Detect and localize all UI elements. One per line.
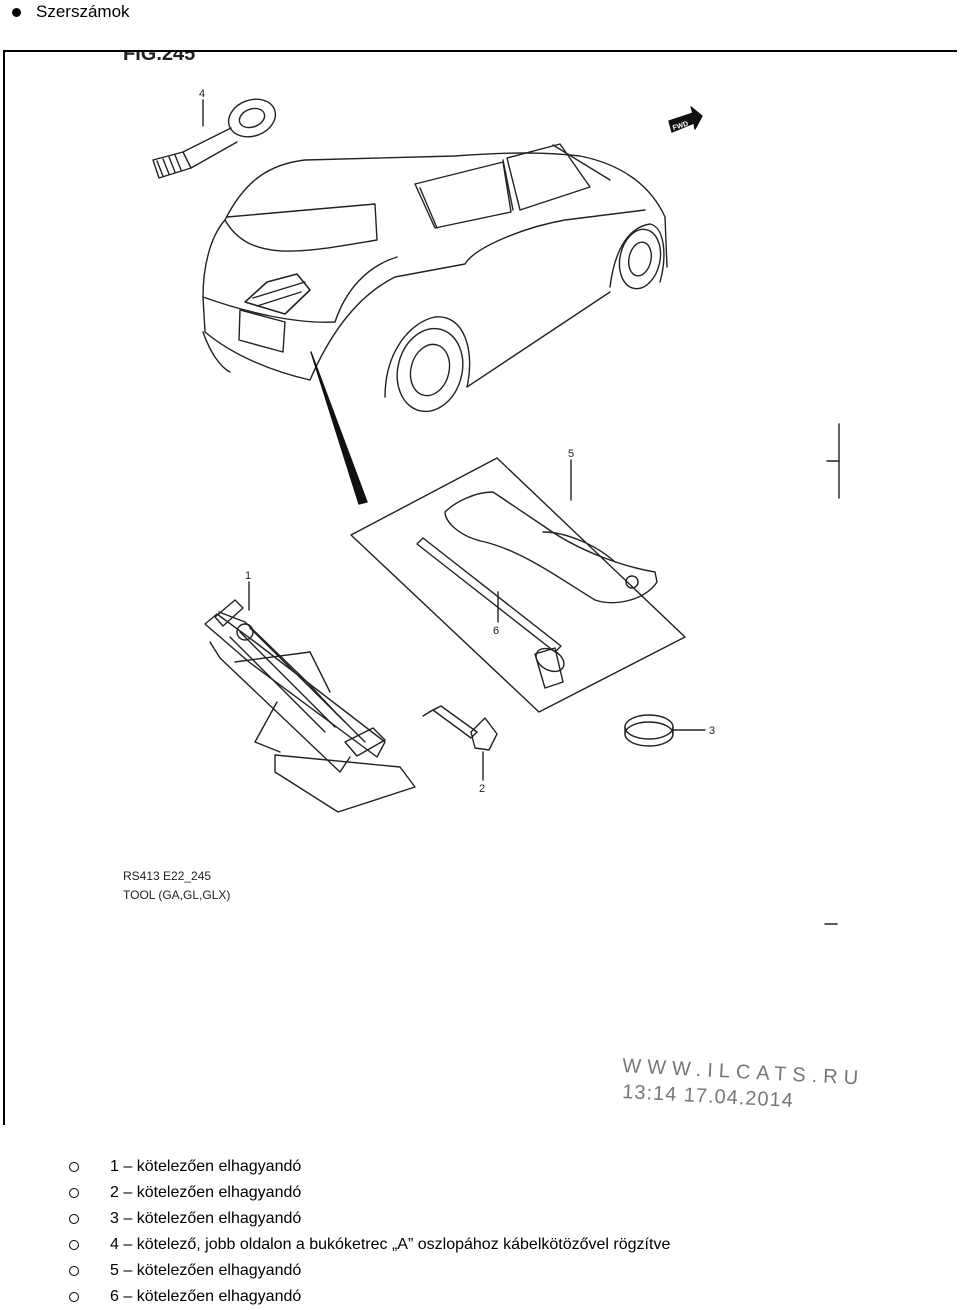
list-item-text: 2 – kötelezően elhagyandó <box>110 1184 302 1201</box>
list-item-text: 1 – kötelezően elhagyandó <box>110 1158 302 1175</box>
bullet-circle <box>69 1214 79 1224</box>
fig-label: FIG.245 <box>123 52 195 65</box>
section-header: Szerszámok <box>12 2 130 22</box>
callout-6: 6 <box>493 625 499 637</box>
jack-handle-part <box>422 705 498 781</box>
callout-4: 4 <box>199 88 205 100</box>
callout-3: 3 <box>709 725 715 737</box>
section-title: Szerszámok <box>36 2 130 21</box>
ring-part <box>624 714 706 747</box>
wheel-wrench-part <box>416 537 565 689</box>
tool-bag-part <box>350 457 686 713</box>
list-item-text: 5 – kötelezően elhagyandó <box>110 1262 302 1279</box>
bullet-circle <box>69 1240 79 1250</box>
diagram-code: RS413 E22_245 <box>123 869 211 883</box>
watermark-timestamp: 13:14 17.04.2014 <box>622 1081 795 1112</box>
location-pointer <box>310 351 368 505</box>
edge-tick-marks <box>824 423 840 925</box>
list-item-text: 3 – kötelezően elhagyandó <box>110 1210 302 1227</box>
diagram-caption: TOOL (GA,GL,GLX) <box>123 888 230 902</box>
fwd-arrow: FWD <box>668 106 703 133</box>
jack-part <box>204 581 416 813</box>
callout-5: 5 <box>568 448 574 460</box>
towing-hook-part <box>152 98 277 179</box>
tool-diagram-drawing: FIG.245 FWD <box>123 52 865 1112</box>
fwd-label: FWD <box>672 121 689 133</box>
bullet-circle <box>69 1266 79 1276</box>
callout-2: 2 <box>479 783 485 795</box>
parts-diagram: FIG.245 FWD <box>3 50 957 1125</box>
bullet-circle <box>69 1292 79 1302</box>
car-outline <box>202 143 668 413</box>
bullet-dot <box>12 7 21 17</box>
list-item-text: 6 – kötelezően elhagyandó <box>110 1288 302 1305</box>
bullet-circle <box>69 1188 79 1198</box>
list-item-text: 4 – kötelező, jobb oldalon a bukóketrec … <box>110 1236 671 1253</box>
callout-1: 1 <box>245 570 251 582</box>
bullet-circle <box>69 1162 79 1172</box>
